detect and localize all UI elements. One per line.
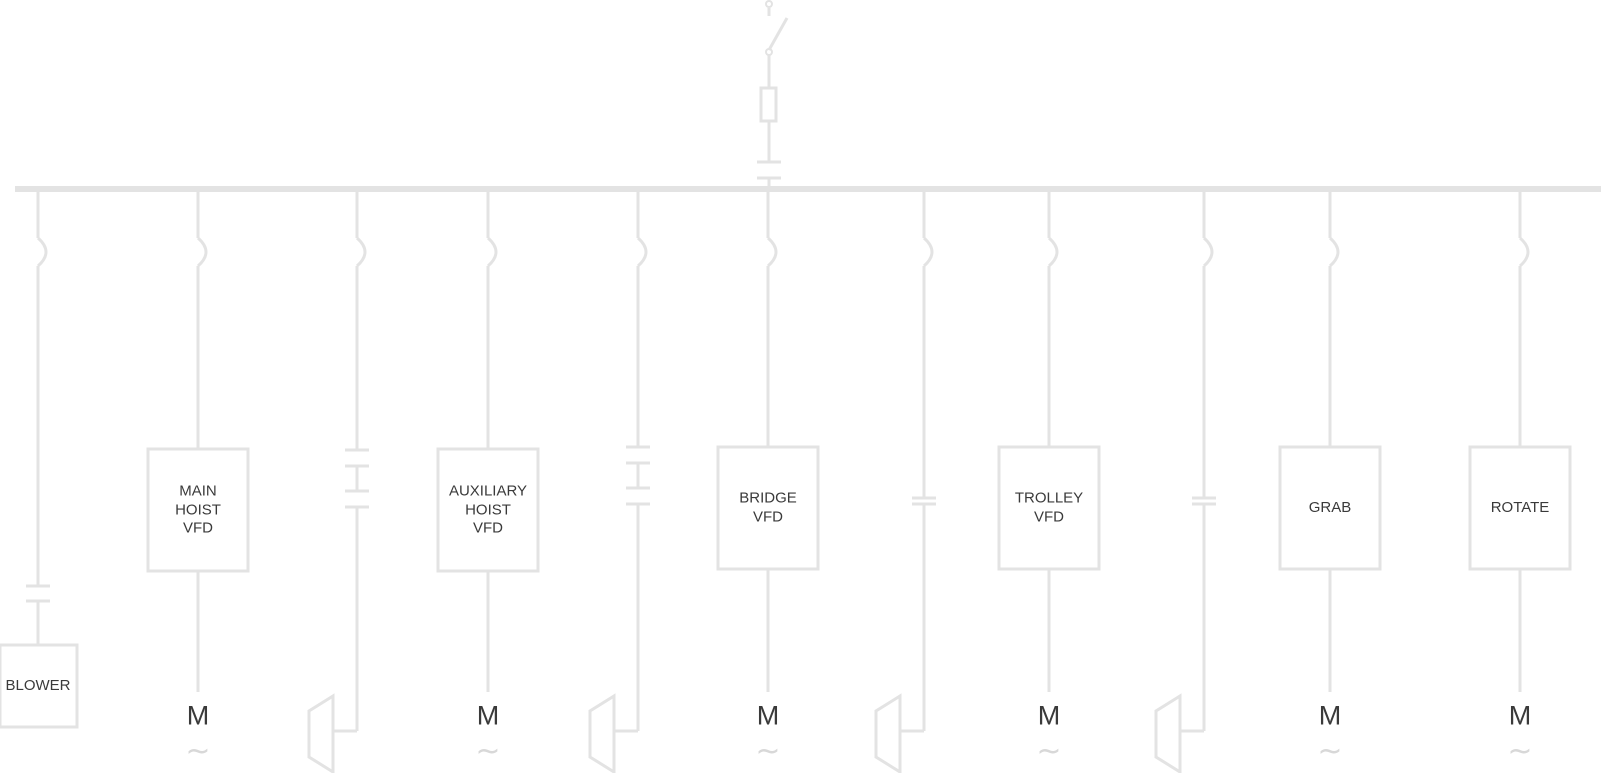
feeders xyxy=(0,192,1572,773)
vfd-box xyxy=(436,447,540,573)
vfd-box xyxy=(716,445,820,571)
motor-symbol: M xyxy=(186,700,210,731)
drive-label: TROLLEY VFD xyxy=(1014,489,1084,526)
feeder-11 xyxy=(1468,192,1572,692)
circuit-breaker-arc xyxy=(1202,236,1214,268)
feeder-10 xyxy=(1278,192,1382,692)
circuit-breaker-arc xyxy=(1047,236,1059,268)
circuit-breaker-arc xyxy=(486,236,498,268)
feeder-2 xyxy=(146,192,250,692)
feeder-9 xyxy=(1154,192,1216,773)
feeder-3 xyxy=(307,192,369,773)
motor-symbol: M xyxy=(756,700,780,731)
drive-label: AUXILIARY HOIST VFD xyxy=(448,482,528,537)
motor-symbol: M xyxy=(1318,700,1342,731)
brake-resistor-icon xyxy=(588,693,616,773)
blower-box xyxy=(0,643,79,729)
blower-label: BLOWER xyxy=(5,676,71,694)
brake-resistor-icon xyxy=(874,693,902,773)
feeder-6 xyxy=(716,192,820,692)
circuit-breaker-arc xyxy=(922,236,934,268)
drive-label: ROTATE xyxy=(1490,498,1550,516)
motor-symbol: M xyxy=(1037,700,1061,731)
brake-resistor-icon xyxy=(1154,693,1182,773)
drive-label: BRIDGE VFD xyxy=(739,489,797,526)
circuit-breaker-arc xyxy=(355,236,367,268)
motor-symbol: M xyxy=(476,700,500,731)
vfd-box xyxy=(146,447,250,573)
isolator-switch xyxy=(767,17,789,51)
drive-label: MAIN HOIST VFD xyxy=(175,482,221,537)
circuit-breaker-arc xyxy=(196,236,208,268)
ac-icon: ~ xyxy=(1317,734,1343,769)
brake-resistor-icon xyxy=(307,693,335,773)
ac-icon: ~ xyxy=(185,734,211,769)
feeder-5 xyxy=(588,192,650,773)
ac-icon: ~ xyxy=(755,734,781,769)
feeder-1 xyxy=(0,192,79,729)
ac-icon: ~ xyxy=(1507,734,1533,769)
feeder-8 xyxy=(997,192,1101,692)
vfd-box xyxy=(1278,445,1382,571)
circuit-breaker-arc xyxy=(636,236,648,268)
circuit-breaker-arc xyxy=(766,236,778,268)
incoming-supply xyxy=(757,0,789,189)
circuit-breaker-arc xyxy=(1328,236,1340,268)
motor-symbol: M xyxy=(1508,700,1532,731)
feeder-7 xyxy=(874,192,936,773)
ac-icon: ~ xyxy=(1036,734,1062,769)
circuit-breaker-arc xyxy=(36,236,48,268)
fuse xyxy=(759,86,778,123)
ac-icon: ~ xyxy=(475,734,501,769)
feeder-4 xyxy=(436,192,540,692)
circuit-breaker-arc xyxy=(1518,236,1530,268)
drive-label: GRAB xyxy=(1308,498,1352,516)
